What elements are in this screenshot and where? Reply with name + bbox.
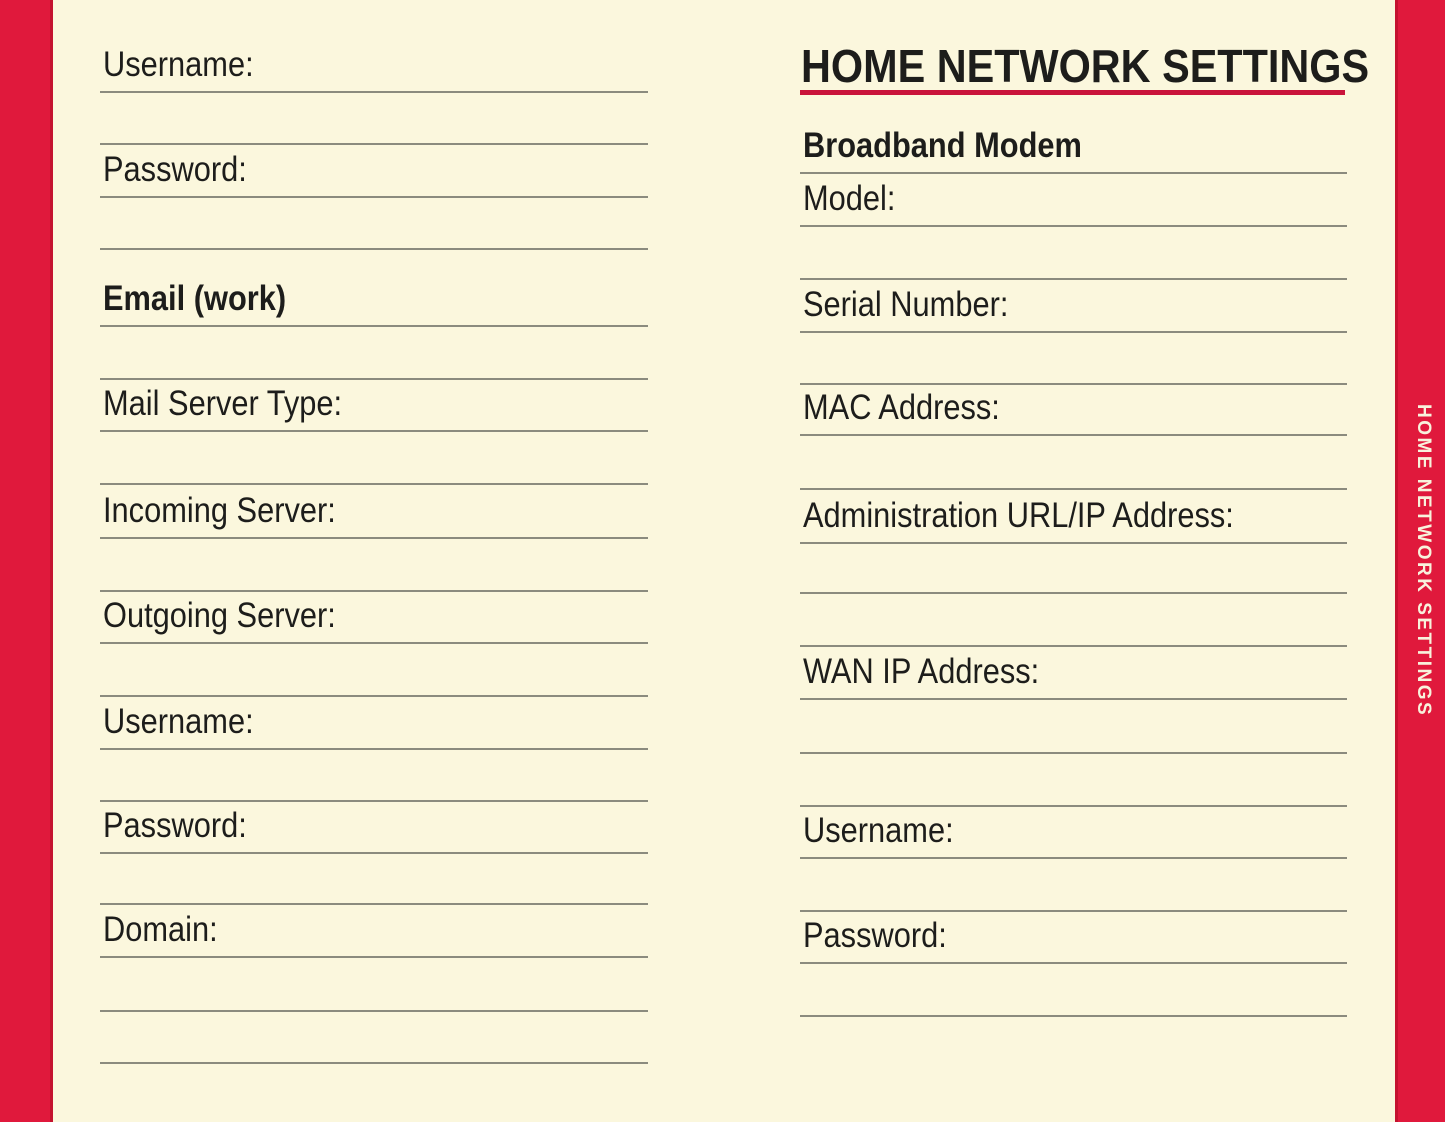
ruled-line <box>100 483 648 485</box>
field-label-username-right: Username: <box>803 811 954 850</box>
field-label-wan-ip: WAN IP Address: <box>803 652 1040 691</box>
right-red-tab: HOME NETWORK SETTINGS <box>1395 0 1445 1122</box>
page-title-red-underline <box>800 90 1345 95</box>
ruled-line <box>800 910 1347 912</box>
ruled-line <box>800 645 1347 647</box>
field-label-username-2: Username: <box>103 702 254 741</box>
ruled-line <box>800 805 1347 807</box>
field-underline-serial-number <box>800 331 1347 333</box>
ruled-line <box>100 1010 648 1012</box>
field-underline-wan-ip <box>800 698 1347 700</box>
ruled-line <box>100 248 648 250</box>
ruled-line <box>800 592 1347 594</box>
ruled-line <box>800 278 1347 280</box>
ruled-line <box>100 378 648 380</box>
field-underline-username-2 <box>100 748 648 750</box>
ruled-line <box>100 143 648 145</box>
field-underline-model <box>800 225 1347 227</box>
field-label-domain: Domain: <box>103 910 218 949</box>
field-underline-outgoing-server <box>100 642 648 644</box>
field-label-username: Username: <box>103 45 254 84</box>
page-title: HOME NETWORK SETTINGS <box>801 40 1370 92</box>
field-underline-password <box>100 196 648 198</box>
field-label-serial-number: Serial Number: <box>803 285 1009 324</box>
ruled-line <box>800 383 1347 385</box>
field-label-admin-url-ip: Administration URL/IP Address: <box>803 496 1234 535</box>
field-label-mac-address: MAC Address: <box>803 388 1000 427</box>
section-heading-broadband-modem: Broadband Modem <box>803 126 1082 165</box>
field-label-password: Password: <box>103 150 247 189</box>
field-label-model: Model: <box>803 179 896 218</box>
field-underline-password-right <box>800 962 1347 964</box>
field-label-password-2: Password: <box>103 806 247 845</box>
field-underline-mac-address <box>800 434 1347 436</box>
field-label-mail-server-type: Mail Server Type: <box>103 384 343 423</box>
field-label-password-right: Password: <box>803 916 947 955</box>
field-label-outgoing-server: Outgoing Server: <box>103 596 336 635</box>
section-underline-broadband-modem <box>800 172 1347 174</box>
section-underline-email-work <box>100 325 648 327</box>
field-underline-incoming-server <box>100 537 648 539</box>
field-underline-admin-url-ip <box>800 542 1347 544</box>
field-underline-mail-server-type <box>100 430 648 432</box>
field-label-incoming-server: Incoming Server: <box>103 491 336 530</box>
field-underline-password-2 <box>100 852 648 854</box>
left-red-margin-bar <box>0 0 53 1122</box>
field-underline-domain <box>100 956 648 958</box>
ruled-line <box>800 752 1347 754</box>
ruled-line <box>800 488 1347 490</box>
ruled-line <box>100 695 648 697</box>
field-underline-username-right <box>800 857 1347 859</box>
side-tab-label: HOME NETWORK SETTINGS <box>1413 404 1434 718</box>
ruled-line <box>100 800 648 802</box>
ruled-line <box>100 903 648 905</box>
ruled-line <box>100 590 648 592</box>
ruled-line <box>800 1015 1347 1017</box>
section-heading-email-work: Email (work) <box>103 279 287 318</box>
field-underline-username <box>100 91 648 93</box>
ruled-line <box>100 1062 648 1064</box>
